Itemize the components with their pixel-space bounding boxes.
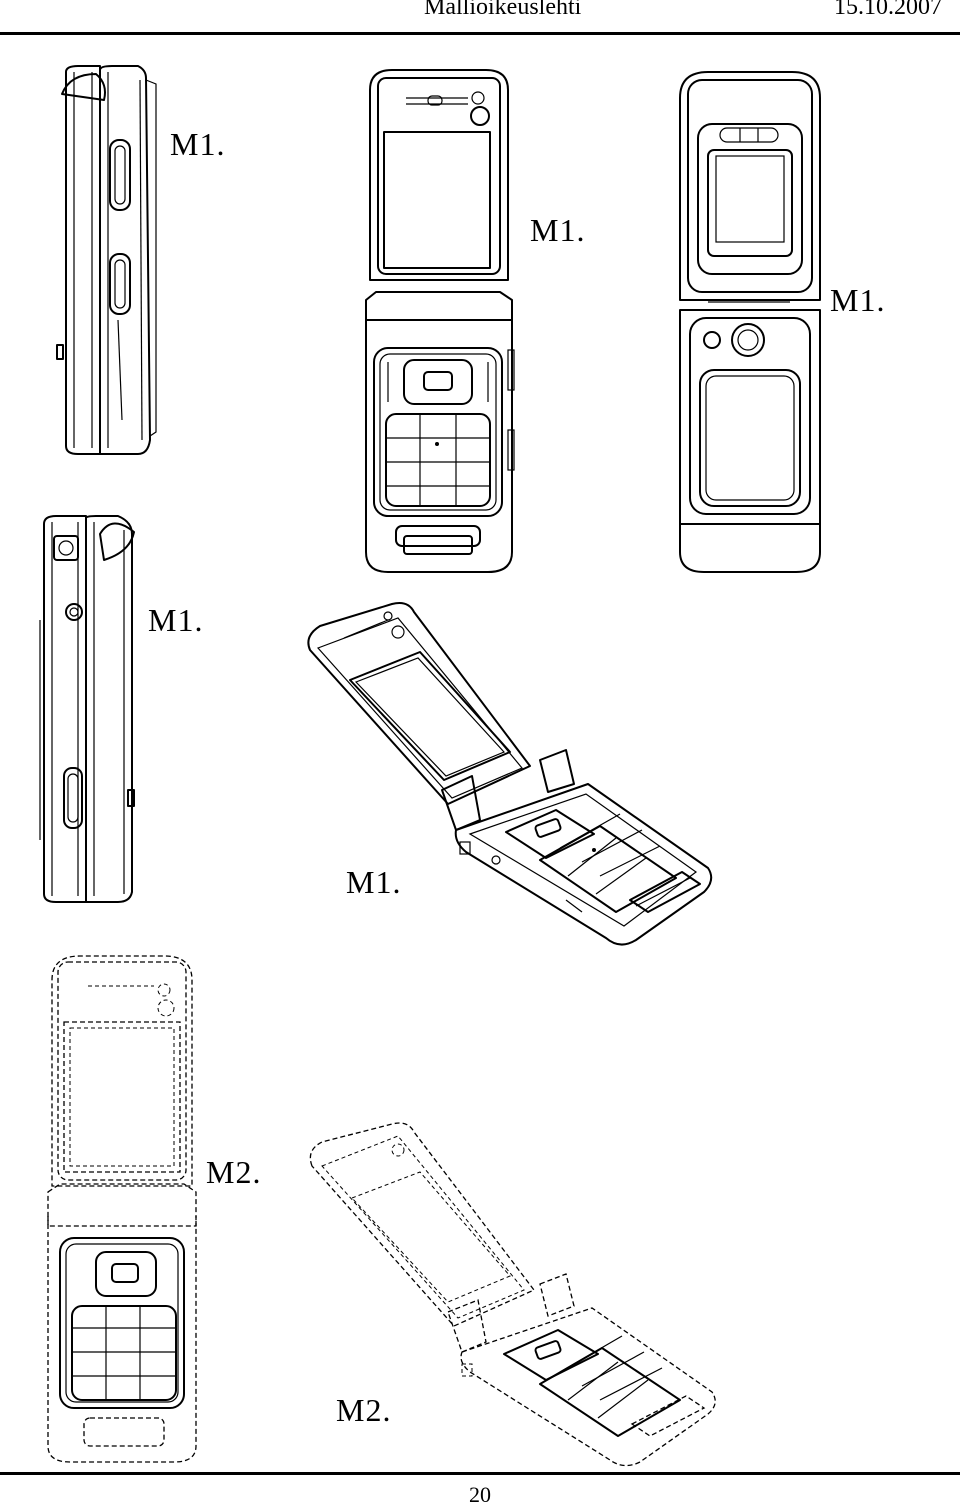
figure-perspective: [307, 602, 713, 946]
figure-side-view-1: [56, 65, 157, 455]
header-rule: [0, 32, 960, 35]
label-m2-front: M2.: [206, 1154, 262, 1190]
footer-rule: [0, 1472, 960, 1475]
label-front-open: M1.: [530, 212, 586, 248]
page-number: 20: [469, 1482, 491, 1507]
publication-date: 15.10.2007: [834, 0, 942, 20]
figure-side-view-2: [39, 515, 135, 903]
figure-front-open: [365, 69, 515, 573]
publication-title: Mallioikeuslehti: [424, 0, 582, 20]
figure-m2-perspective: [309, 1122, 716, 1467]
label-side-view-1: M1.: [170, 126, 226, 162]
figure-m2-front: [47, 955, 197, 1463]
label-m2-perspective: M2.: [336, 1392, 392, 1428]
page-header: Mallioikeuslehti 15.10.2007: [0, 0, 960, 36]
label-side-view-2: M1.: [148, 602, 204, 638]
figure-back-open: [679, 71, 821, 573]
label-perspective: M1.: [346, 864, 402, 900]
label-back-open: M1.: [830, 282, 886, 318]
